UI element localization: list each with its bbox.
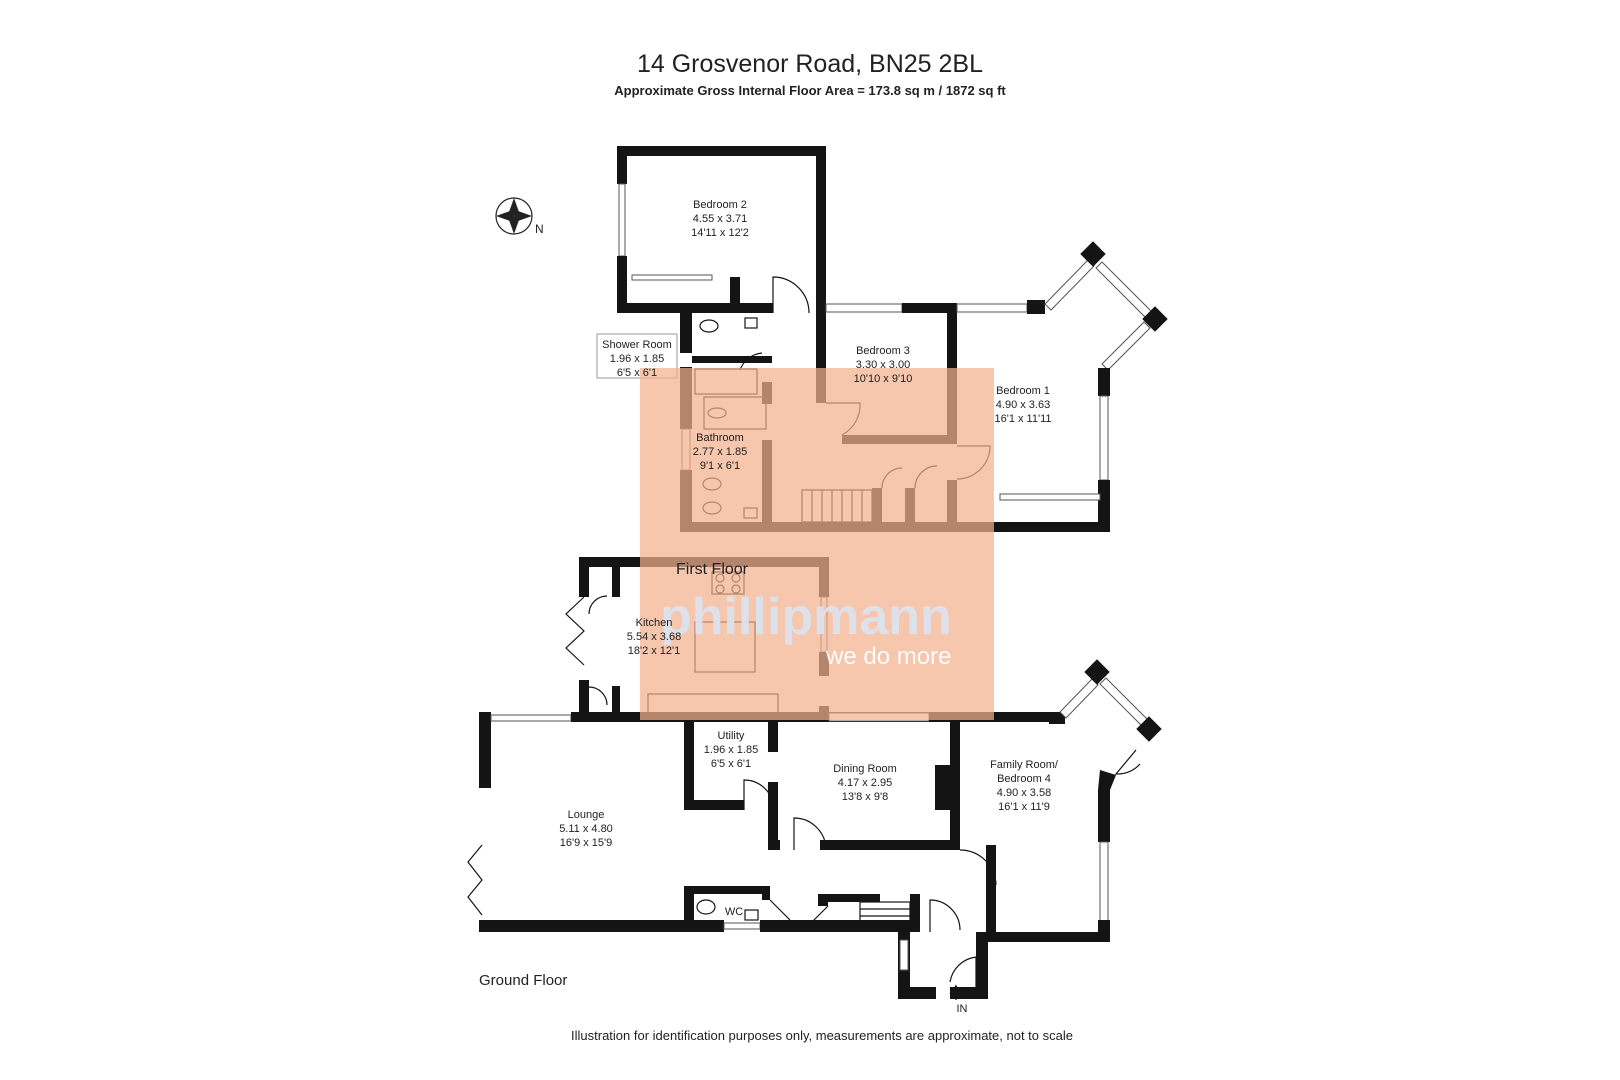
first-floor-label: First Floor (676, 561, 749, 578)
watermark-brand-text: phillipmann (660, 588, 952, 646)
svg-text:4.90 x 3.58: 4.90 x 3.58 (997, 787, 1051, 799)
room-label-bedroom-2: Bedroom 2 4.55 x 3.71 14'11 x 12'2 (691, 199, 749, 239)
svg-text:Bedroom 1: Bedroom 1 (996, 385, 1050, 397)
svg-text:Bedroom 3: Bedroom 3 (856, 345, 910, 357)
svg-text:Bathroom: Bathroom (696, 432, 744, 444)
svg-text:10'10 x 9'10: 10'10 x 9'10 (854, 373, 913, 385)
svg-text:Shower Room: Shower Room (602, 339, 672, 351)
svg-text:Lounge: Lounge (568, 809, 605, 821)
watermark-block (640, 368, 994, 720)
room-label-dining-room: Dining Room 4.17 x 2.95 13'8 x 9'8 (833, 763, 897, 803)
svg-text:5.11 x 4.80: 5.11 x 4.80 (559, 823, 613, 835)
svg-text:3.30 x 3.00: 3.30 x 3.00 (856, 359, 910, 371)
room-label-shower-room: Shower Room 1.96 x 1.85 6'5 x 6'1 (602, 339, 672, 379)
watermark-tagline-text: we do more (825, 643, 951, 670)
svg-text:6'5 x 6'1: 6'5 x 6'1 (711, 758, 751, 770)
room-label-kitchen: Kitchen 5.54 x 3.68 18'2 x 12'1 (627, 617, 681, 657)
room-label-bedroom-3: Bedroom 3 3.30 x 3.00 10'10 x 9'10 (854, 345, 913, 385)
svg-text:14'11 x 12'2: 14'11 x 12'2 (691, 227, 749, 239)
svg-text:Bedroom 4: Bedroom 4 (997, 773, 1051, 785)
svg-text:Dining Room: Dining Room (833, 763, 897, 775)
svg-text:6'5 x 6'1: 6'5 x 6'1 (617, 367, 657, 379)
disclaimer-footer: Illustration for identification purposes… (571, 1028, 1073, 1043)
svg-text:16'1 x 11'11: 16'1 x 11'11 (994, 413, 1051, 425)
svg-text:4.17 x 2.95: 4.17 x 2.95 (838, 777, 892, 789)
svg-text:13'8 x 9'8: 13'8 x 9'8 (842, 791, 888, 803)
svg-text:4.90 x 3.63: 4.90 x 3.63 (996, 399, 1050, 411)
room-label-bedroom-1: Bedroom 1 4.90 x 3.63 16'1 x 11'11 (994, 385, 1051, 425)
room-label-lounge: Lounge 5.11 x 4.80 16'9 x 15'9 (559, 809, 613, 849)
room-label-utility: Utility 1.96 x 1.85 6'5 x 6'1 (704, 730, 758, 770)
floor-area-subtitle: Approximate Gross Internal Floor Area = … (614, 83, 1006, 98)
svg-text:Kitchen: Kitchen (636, 617, 673, 629)
svg-text:1.96 x 1.85: 1.96 x 1.85 (704, 744, 758, 756)
property-address-title: 14 Grosvenor Road, BN25 2BL (637, 50, 983, 78)
svg-text:16'9 x 15'9: 16'9 x 15'9 (560, 837, 613, 849)
svg-text:16'1 x 11'9: 16'1 x 11'9 (998, 801, 1050, 813)
room-label-wc: WC (725, 906, 743, 918)
svg-text:Utility: Utility (718, 730, 745, 742)
ground-floor-label: Ground Floor (479, 972, 567, 989)
svg-text:5.54 x 3.68: 5.54 x 3.68 (627, 631, 681, 643)
compass-north-label: N (535, 222, 544, 236)
room-label-family-room: Family Room/ Bedroom 4 4.90 x 3.58 16'1 … (990, 759, 1059, 813)
svg-text:4.55 x 3.71: 4.55 x 3.71 (693, 213, 747, 225)
svg-text:1.96 x 1.85: 1.96 x 1.85 (610, 353, 664, 365)
svg-text:18'2 x 12'1: 18'2 x 12'1 (628, 645, 681, 657)
svg-text:Bedroom 2: Bedroom 2 (693, 199, 747, 211)
svg-text:2.77 x 1.85: 2.77 x 1.85 (693, 446, 747, 458)
room-label-bathroom: Bathroom 2.77 x 1.85 9'1 x 6'1 (693, 432, 747, 472)
compass-rose-icon (495, 197, 533, 235)
entrance-label: IN (957, 1003, 968, 1015)
svg-text:Family Room/: Family Room/ (990, 759, 1059, 771)
svg-text:9'1 x 6'1: 9'1 x 6'1 (700, 460, 740, 472)
